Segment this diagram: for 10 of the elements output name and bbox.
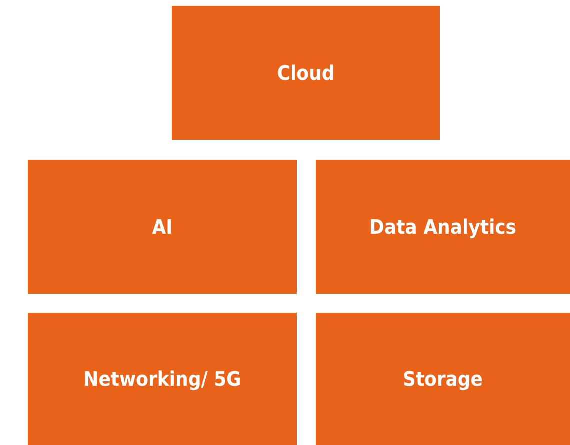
topic-box [28,160,297,294]
box-label: Storage [402,366,484,392]
box-label: Cloud [277,60,335,86]
topic-box [172,6,440,140]
box-label: AI [152,214,173,240]
topic-box [316,313,570,445]
box-label: Networking/ 5G [84,366,242,392]
topic-box [28,313,297,445]
topic-box [316,160,570,294]
box-label: Data Analytics [370,214,516,240]
